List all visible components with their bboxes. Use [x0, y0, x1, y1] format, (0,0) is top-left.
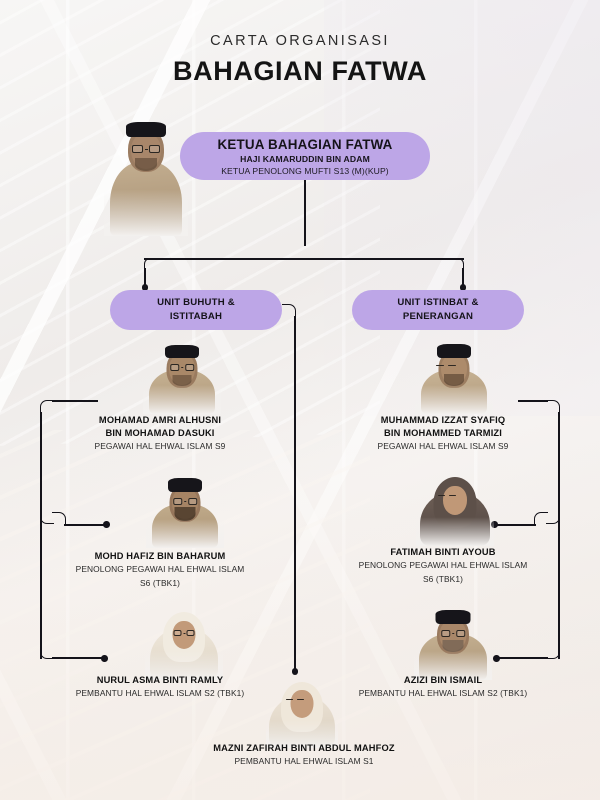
- connector-elbow-left: [144, 258, 156, 270]
- connector-left-bottom-arm: [52, 657, 104, 659]
- node-unit-buhuth-istitabah[interactable]: UNIT BUHUTH & ISTITABAH: [110, 290, 282, 330]
- unit-left-label-line2: ISTITABAH: [169, 311, 223, 322]
- connector-dot-center-bottom: [291, 668, 299, 675]
- connector-dot-left-mid: [103, 521, 110, 528]
- head-grade: KETUA PENOLONG MUFTI S13 (M)(KUP): [221, 165, 389, 176]
- connector-dot-unit-right: [459, 284, 466, 291]
- staff-card-center-bottom[interactable]: MAZNI ZAFIRAH BINTI ABDUL MAHFOZ PEMBANT…: [184, 742, 424, 768]
- photo-staff-left-3: [145, 604, 223, 680]
- staff-right-1-name-line2: BIN MOHAMMED TARMIZI: [384, 427, 502, 438]
- photo-staff-right-1: [415, 338, 493, 414]
- head-name: HAJI KAMARUDDIN BIN ADAM: [240, 154, 370, 164]
- connector-left-bracket-top-elbow: [40, 400, 54, 414]
- connector-head-down: [304, 180, 306, 246]
- connector-left-top-arm: [52, 400, 98, 402]
- staff-left-2-name-line1: MOHD HAFIZ BIN BAHARUM: [94, 551, 226, 561]
- node-head-of-division[interactable]: KETUA BAHAGIAN FATWA HAJI KAMARUDDIN BIN…: [180, 132, 430, 180]
- connector-right-spine: [558, 412, 560, 659]
- staff-center-role-line1: PEMBANTU HAL EHWAL ISLAM S1: [234, 756, 374, 767]
- connector-left-bottom-elbow: [40, 645, 54, 659]
- staff-left-2-role-line2: S6 (TBK1): [140, 577, 180, 588]
- connector-right-bottom-arm: [496, 657, 548, 659]
- connector-center-spine: [294, 316, 296, 670]
- photo-staff-center-bottom: [266, 676, 338, 748]
- connector-left-spine: [40, 412, 42, 659]
- connector-elbow-right: [452, 258, 464, 270]
- staff-left-1-role-line1: PEGAWAI HAL EHWAL ISLAM S9: [94, 441, 226, 452]
- staff-left-1-name-line2: BIN MOHAMAD DASUKI: [105, 427, 215, 438]
- staff-right-2-role-line1: PENOLONG PEGAWAI HAL EHWAL ISLAM: [358, 560, 528, 571]
- connector-dot-right-mid: [491, 521, 498, 528]
- connector-right-bottom-elbow: [546, 645, 560, 659]
- connector-unit-left-drop: [144, 268, 146, 286]
- photo-staff-right-3: [414, 604, 492, 680]
- photo-staff-left-1: [143, 338, 221, 414]
- connector-center-elbow: [282, 304, 296, 318]
- staff-right-2-role-line2: S6 (TBK1): [423, 573, 463, 584]
- connector-right-mid-arm: [494, 524, 536, 526]
- staff-card-left-2[interactable]: MOHD HAFIZ BIN BAHARUM PENOLONG PEGAWAI …: [47, 550, 273, 589]
- connector-right-mid-elbow-b: [534, 512, 548, 526]
- staff-left-3-name-line1: NURUL ASMA BINTI RAMLY: [96, 675, 224, 685]
- chart-subtitle: CARTA ORGANISASI: [210, 33, 390, 49]
- node-unit-istinbat-penerangan[interactable]: UNIT ISTINBAT & PENERANGAN: [352, 290, 524, 330]
- photo-head-of-division: [104, 114, 188, 236]
- connector-left-mid-arm: [64, 524, 106, 526]
- connector-left-mid-elbow-b: [52, 512, 66, 526]
- staff-left-1-name-line1: MOHAMAD AMRI ALHUSNI: [98, 415, 222, 425]
- staff-left-3-role-line1: PEMBANTU HAL EHWAL ISLAM S2 (TBK1): [75, 688, 245, 699]
- connector-dot-left-bottom: [101, 655, 108, 662]
- staff-center-name-line1: MAZNI ZAFIRAH BINTI ABDUL MAHFOZ: [213, 743, 395, 753]
- staff-right-1-name-line1: MUHAMMAD IZZAT SYAFIQ: [380, 415, 506, 425]
- staff-card-right-2[interactable]: FATIMAH BINTI AYOUB PENOLONG PEGAWAI HAL…: [330, 546, 556, 585]
- connector-left-mid-elbow-a: [40, 510, 54, 524]
- staff-card-left-1[interactable]: MOHAMAD AMRI ALHUSNI BIN MOHAMAD DASUKI …: [47, 414, 273, 453]
- connector-unit-right-drop: [462, 268, 464, 286]
- staff-card-right-3[interactable]: AZIZI BIN ISMAIL PEMBANTU HAL EHWAL ISLA…: [330, 674, 556, 700]
- unit-left-label-line1: UNIT BUHUTH &: [157, 297, 235, 309]
- staff-card-left-3[interactable]: NURUL ASMA BINTI RAMLY PEMBANTU HAL EHWA…: [47, 674, 273, 700]
- connector-t-joint: [296, 246, 312, 259]
- page-title: BAHAGIAN FATWA: [173, 56, 427, 86]
- staff-left-2-role-line1: PENOLONG PEGAWAI HAL EHWAL ISLAM: [75, 564, 245, 575]
- staff-right-3-name-line1: AZIZI BIN ISMAIL: [403, 675, 483, 685]
- connector-right-mid-elbow-a: [546, 510, 560, 524]
- staff-right-1-role-line1: PEGAWAI HAL EHWAL ISLAM S9: [377, 441, 509, 452]
- connector-right-top-arm: [518, 400, 548, 402]
- staff-card-right-1[interactable]: MUHAMMAD IZZAT SYAFIQ BIN MOHAMMED TARMI…: [330, 414, 556, 453]
- unit-right-label-line1: UNIT ISTINBAT &: [397, 297, 479, 309]
- connector-dot-right-bottom: [493, 655, 500, 662]
- unit-right-label-line2: PENERANGAN: [402, 311, 474, 322]
- chart-header: CARTA ORGANISASI BAHAGIAN FATWA: [0, 0, 600, 87]
- staff-right-3-role-line1: PEMBANTU HAL EHWAL ISLAM S2 (TBK1): [358, 688, 528, 699]
- connector-dot-unit-left: [141, 284, 148, 291]
- photo-staff-right-2: [416, 470, 494, 546]
- head-position-title: KETUA BAHAGIAN FATWA: [217, 136, 393, 152]
- photo-staff-left-2: [146, 472, 224, 548]
- connector-right-bracket-top-elbow: [546, 400, 560, 414]
- staff-right-2-name-line1: FATIMAH BINTI AYOUB: [390, 547, 496, 557]
